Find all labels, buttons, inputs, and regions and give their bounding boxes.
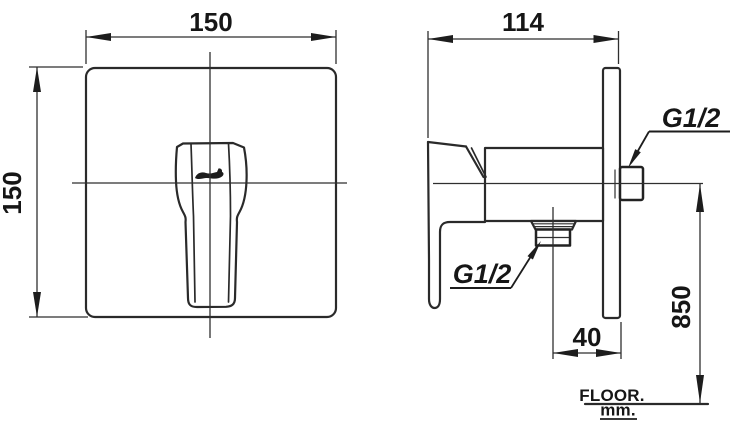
dimension-front-width: 150 xyxy=(85,7,337,64)
thread-label-bottom: G1/2 xyxy=(450,241,541,289)
wall-plate-side xyxy=(601,66,622,320)
dimension-mounting-height: 850 xyxy=(666,184,704,403)
arrowhead-up xyxy=(33,67,41,92)
dimension-value-depth: 114 xyxy=(502,7,544,37)
arrowhead-right xyxy=(311,33,336,41)
arrowhead-left xyxy=(86,33,111,41)
handle-front xyxy=(174,141,248,309)
arrowhead-left xyxy=(553,349,578,357)
arrowhead-right xyxy=(593,35,619,43)
brand-logo-mark xyxy=(195,168,224,180)
handle-side-top-edge xyxy=(426,140,468,148)
dimension-value-front-width: 150 xyxy=(189,7,232,37)
dimension-value-height: 850 xyxy=(666,285,696,328)
handle-side-chamfer-inner xyxy=(470,147,487,178)
dimension-front-height: 150 xyxy=(0,66,88,318)
handle-side-lever xyxy=(426,140,487,310)
side-view xyxy=(426,66,703,359)
arrowhead-right xyxy=(596,349,621,357)
handle-crease-left xyxy=(190,143,196,303)
handle-crease-right xyxy=(227,142,232,303)
floor-label: FLOOR. xyxy=(579,386,644,405)
leader-arrowhead xyxy=(628,149,641,168)
arrowhead-down xyxy=(33,292,41,317)
dimension-side-depth: 114 xyxy=(427,7,620,138)
unit-label: mm. xyxy=(600,401,636,420)
front-view xyxy=(72,52,347,338)
arrowhead-up xyxy=(696,184,704,212)
dimension-value-offset: 40 xyxy=(573,322,602,352)
dimension-outlet-offset: 40 xyxy=(553,322,622,359)
arrowhead-down xyxy=(696,375,704,403)
leader-arrowhead xyxy=(527,241,541,260)
thread-label-top: G1/2 xyxy=(628,103,730,168)
handle-side-chamfer xyxy=(464,145,485,179)
thread-size-bottom: G1/2 xyxy=(453,259,512,289)
thread-size-top: G1/2 xyxy=(662,103,721,133)
dimension-value-front-height: 150 xyxy=(0,171,27,214)
floor-reference: FLOOR. mm. xyxy=(579,386,710,420)
arrowhead-left xyxy=(428,35,453,43)
valve-body-side xyxy=(483,146,605,223)
